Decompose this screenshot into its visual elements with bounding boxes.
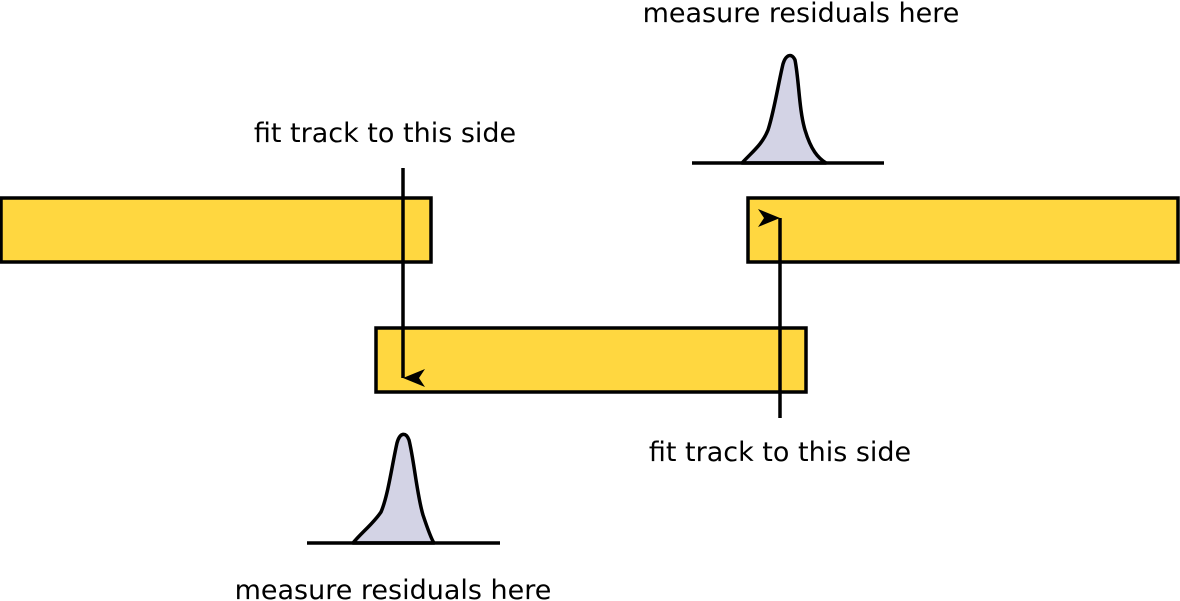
label-bottom-fit: fit track to this side <box>648 437 912 468</box>
label-bottom-residuals: measure residuals here <box>234 575 552 601</box>
module-middle <box>374 326 808 394</box>
module-left <box>0 196 433 264</box>
label-top-fit: fit track to this side <box>253 118 517 149</box>
module-right <box>746 196 1180 264</box>
residual-peak-bottom <box>307 432 500 545</box>
residual-peak-top <box>692 53 884 165</box>
label-top-residuals: measure residuals here <box>642 0 960 29</box>
